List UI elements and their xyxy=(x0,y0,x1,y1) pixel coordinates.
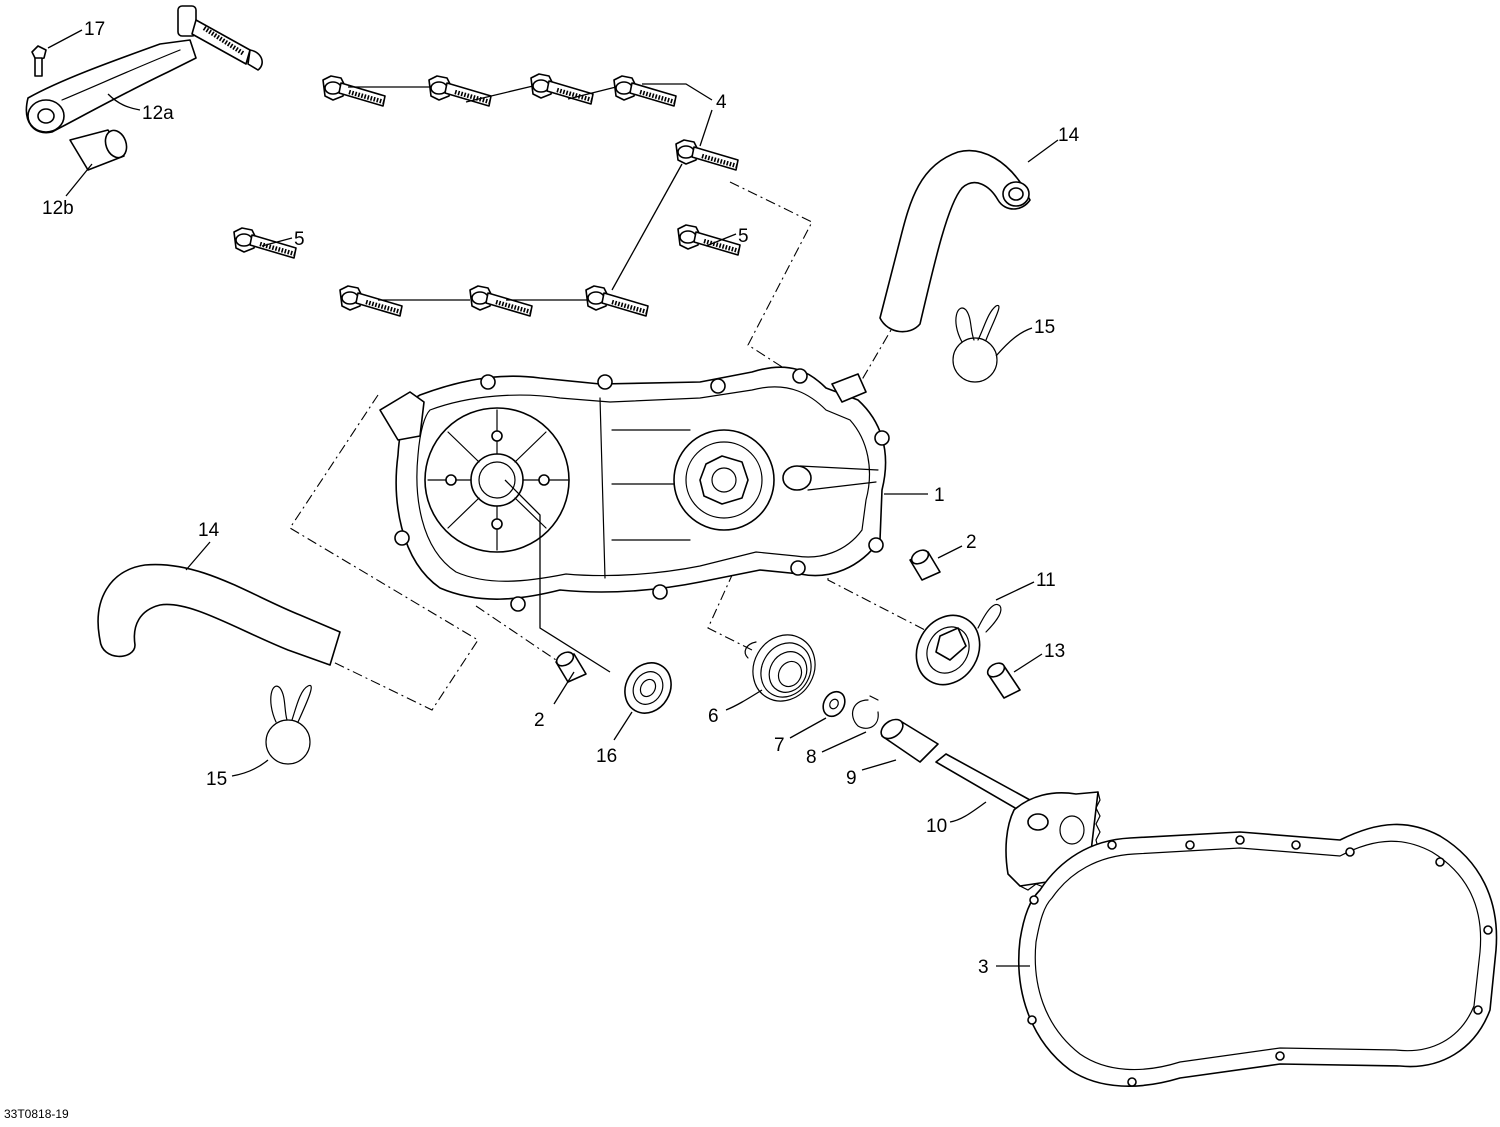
bushing-12b xyxy=(69,129,128,171)
callout-8: 8 xyxy=(806,747,817,768)
ratchet-11 xyxy=(915,603,1002,686)
callout-12b: 12b xyxy=(42,198,74,219)
kick-lever-12a xyxy=(25,5,263,134)
callout-15-upper: 15 xyxy=(1034,317,1055,338)
callout-11: 11 xyxy=(1036,570,1056,591)
callout-5-right: 5 xyxy=(738,226,749,247)
gasket-3 xyxy=(1018,823,1498,1087)
circlip-8 xyxy=(851,695,879,729)
callout-14-upper: 14 xyxy=(1058,125,1080,146)
dowel-2-left xyxy=(555,651,587,683)
callout-14-lower: 14 xyxy=(198,520,220,541)
callout-labels: 17 12a 12b 4 5 5 14 15 1 2 11 13 14 2 16… xyxy=(4,19,1080,1121)
callout-17: 17 xyxy=(84,19,105,40)
callout-6: 6 xyxy=(708,706,719,727)
dowel-13 xyxy=(986,662,1021,699)
callout-3: 3 xyxy=(978,957,989,978)
callout-leaders xyxy=(47,29,1059,967)
callout-7: 7 xyxy=(774,735,785,756)
dowel-2-right xyxy=(909,549,941,581)
bearing-16 xyxy=(624,662,672,714)
clamp-15-lower xyxy=(265,684,312,765)
callout-9: 9 xyxy=(846,768,857,789)
hose-14-lower xyxy=(97,563,341,666)
callout-10: 10 xyxy=(926,816,947,837)
callout-16: 16 xyxy=(596,746,617,767)
callout-15-lower: 15 xyxy=(206,769,227,790)
bolts-5 xyxy=(234,163,740,316)
callout-1: 1 xyxy=(934,485,945,506)
washer-7 xyxy=(822,690,846,718)
cvt-cover-1 xyxy=(379,366,890,612)
bolts-4 xyxy=(323,74,738,170)
callout-12a: 12a xyxy=(142,103,174,124)
callout-5-left: 5 xyxy=(294,229,305,250)
callout-2-right: 2 xyxy=(966,532,977,553)
bolt-17 xyxy=(31,45,47,77)
clamp-15-upper xyxy=(952,304,1000,383)
bushing-9 xyxy=(880,718,939,763)
drawing-code: 33T0818-19 xyxy=(4,1107,69,1121)
bearing-guide-line xyxy=(504,479,611,673)
spring-6 xyxy=(744,634,816,702)
callout-13: 13 xyxy=(1044,641,1065,662)
callout-4: 4 xyxy=(716,92,727,113)
hose-14-upper xyxy=(879,149,1031,333)
callout-2-left: 2 xyxy=(534,710,545,731)
